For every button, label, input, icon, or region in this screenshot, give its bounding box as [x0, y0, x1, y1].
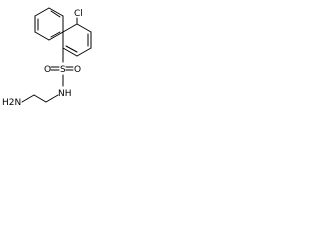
- chlorine-atom-label: Cl: [74, 9, 83, 19]
- bond: [62, 23, 78, 33]
- bond: [34, 31, 50, 41]
- bond: [45, 94, 59, 103]
- sulfur-atom-label: S: [60, 65, 66, 75]
- bond: [48, 31, 64, 41]
- double-bond-inner: [50, 31, 61, 38]
- bond: [21, 94, 35, 103]
- bond: [34, 7, 50, 17]
- bond: [62, 47, 78, 57]
- amide-nh-atom-label: NH: [58, 89, 72, 99]
- bond: [76, 23, 92, 33]
- bond: [33, 94, 47, 103]
- propyl-chain: [21, 94, 59, 103]
- oxygen-right-atom-label: O: [74, 65, 81, 75]
- amine-terminal-atom-label: H2N: [2, 98, 21, 108]
- chemical-structure-diagram: Cl S O O NH H2N: [2, 7, 92, 108]
- naphthalene-left-ring: [34, 7, 64, 41]
- double-bond-inner: [65, 45, 78, 53]
- bond: [76, 47, 92, 57]
- naphthalene-right-ring: [62, 23, 92, 57]
- double-bond-inner: [50, 10, 61, 18]
- bond: [48, 7, 64, 17]
- oxygen-left-atom-label: O: [44, 65, 51, 75]
